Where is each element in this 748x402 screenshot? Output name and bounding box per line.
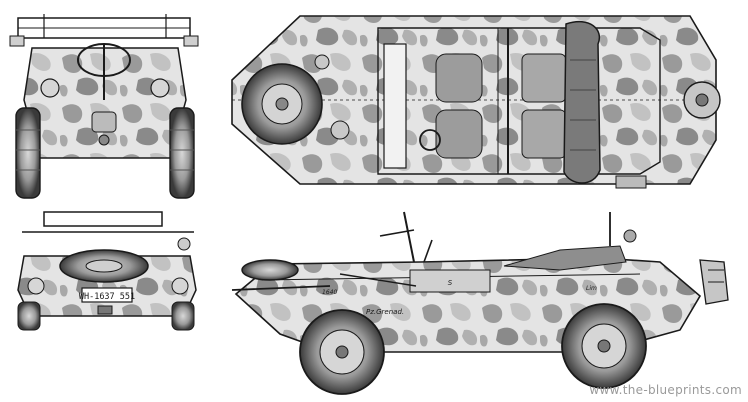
- rear-view: WH-1637 551: [17, 211, 197, 331]
- license-plate: [81, 287, 133, 303]
- small-stencil: Lim: [586, 285, 597, 292]
- hull-number: 1640: [322, 289, 337, 296]
- front-view: [9, 14, 199, 199]
- watermark: www.the-blueprints.com: [589, 383, 742, 397]
- top-view: [231, 15, 721, 189]
- license-plate-text: WH-1637 551: [79, 292, 135, 302]
- front-wheel: [299, 309, 385, 395]
- side-stencil: Pz.Grenad.: [366, 308, 404, 316]
- side-view: S Pz.Grenad. 1640 Lim: [231, 211, 729, 395]
- cargo-label: S: [448, 279, 453, 287]
- rear-wheel: [561, 303, 647, 389]
